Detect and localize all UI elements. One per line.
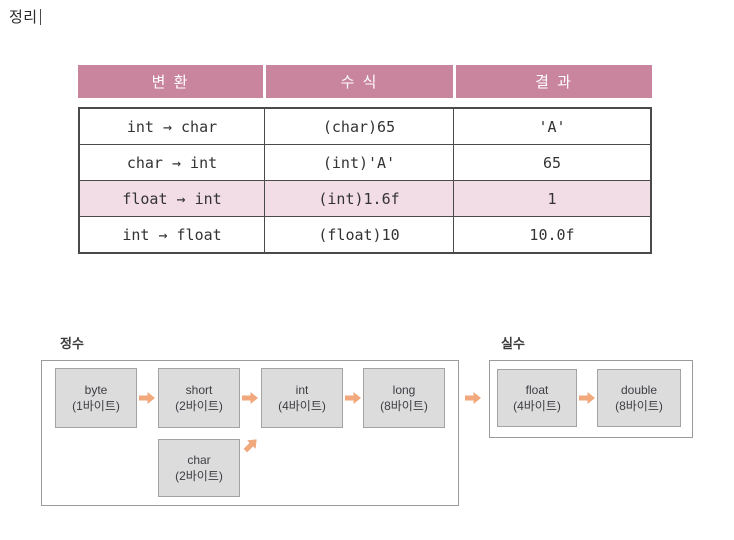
type-name: float bbox=[525, 382, 549, 397]
type-name: double bbox=[620, 382, 658, 397]
text-cursor bbox=[39, 9, 41, 25]
cell-result: 10.0f bbox=[529, 225, 575, 244]
type-name: int bbox=[295, 382, 309, 397]
type-size: (2바이트) bbox=[175, 469, 223, 483]
integer-group-label: 정수 bbox=[60, 336, 84, 351]
type-name: byte bbox=[84, 382, 108, 397]
header-cell-conversion: 변 환 bbox=[78, 65, 263, 98]
cell-conversion: int → char bbox=[80, 109, 265, 144]
cell-conversion: float → int bbox=[80, 181, 265, 216]
page-title: 정리 bbox=[9, 6, 41, 27]
header-cell-expression: 수 식 bbox=[266, 65, 453, 98]
arrow-right-icon bbox=[139, 391, 155, 405]
table-row: int → float (float)10 10.0f bbox=[80, 217, 650, 252]
cell-conversion: int → float bbox=[80, 217, 265, 252]
type-box-byte: byte (1바이트) bbox=[55, 368, 137, 428]
arrow-right-icon bbox=[579, 391, 595, 405]
type-box-long: long (8바이트) bbox=[363, 368, 445, 428]
cell-expression: (char)65 bbox=[265, 109, 454, 144]
type-name: short bbox=[185, 382, 213, 397]
table-row: char → int (int)'A' 65 bbox=[80, 145, 650, 181]
type-size: (4바이트) bbox=[513, 399, 561, 413]
type-name: long bbox=[392, 382, 416, 397]
arrow-right-icon bbox=[345, 391, 361, 405]
type-size: (8바이트) bbox=[615, 399, 663, 413]
real-group-label: 실수 bbox=[501, 336, 525, 351]
cell-result: 'A' bbox=[538, 117, 566, 136]
cell-result: 1 bbox=[547, 189, 557, 208]
arrow-right-icon bbox=[242, 391, 258, 405]
type-box-double: double (8바이트) bbox=[597, 369, 681, 427]
type-size: (4바이트) bbox=[278, 399, 326, 413]
page-title-text: 정리 bbox=[9, 9, 38, 26]
conversion-table-header: 변 환 수 식 결 과 bbox=[78, 65, 652, 98]
type-size: (2바이트) bbox=[175, 399, 223, 413]
type-box-char: char (2바이트) bbox=[158, 439, 240, 497]
type-box-short: short (2바이트) bbox=[158, 368, 240, 428]
header-cell-result: 결 과 bbox=[456, 65, 652, 98]
arrow-right-icon bbox=[465, 391, 481, 405]
table-row: int → char (char)65 'A' bbox=[80, 109, 650, 145]
cell-result: 65 bbox=[542, 153, 562, 172]
conversion-table: int → char (char)65 'A' char → int (int)… bbox=[78, 107, 652, 254]
type-size: (8바이트) bbox=[380, 399, 428, 413]
cell-expression: (float)10 bbox=[265, 217, 454, 252]
type-name: char bbox=[187, 452, 211, 467]
cell-expression: (int)1.6f bbox=[265, 181, 454, 216]
table-row-highlighted: float → int (int)1.6f 1 bbox=[80, 181, 650, 217]
type-box-int: int (4바이트) bbox=[261, 368, 343, 428]
type-box-float: float (4바이트) bbox=[497, 369, 577, 427]
cell-conversion: char → int bbox=[80, 145, 265, 180]
type-size: (1바이트) bbox=[72, 399, 120, 413]
arrow-up-right-icon bbox=[240, 434, 261, 455]
cell-expression: (int)'A' bbox=[265, 145, 454, 180]
